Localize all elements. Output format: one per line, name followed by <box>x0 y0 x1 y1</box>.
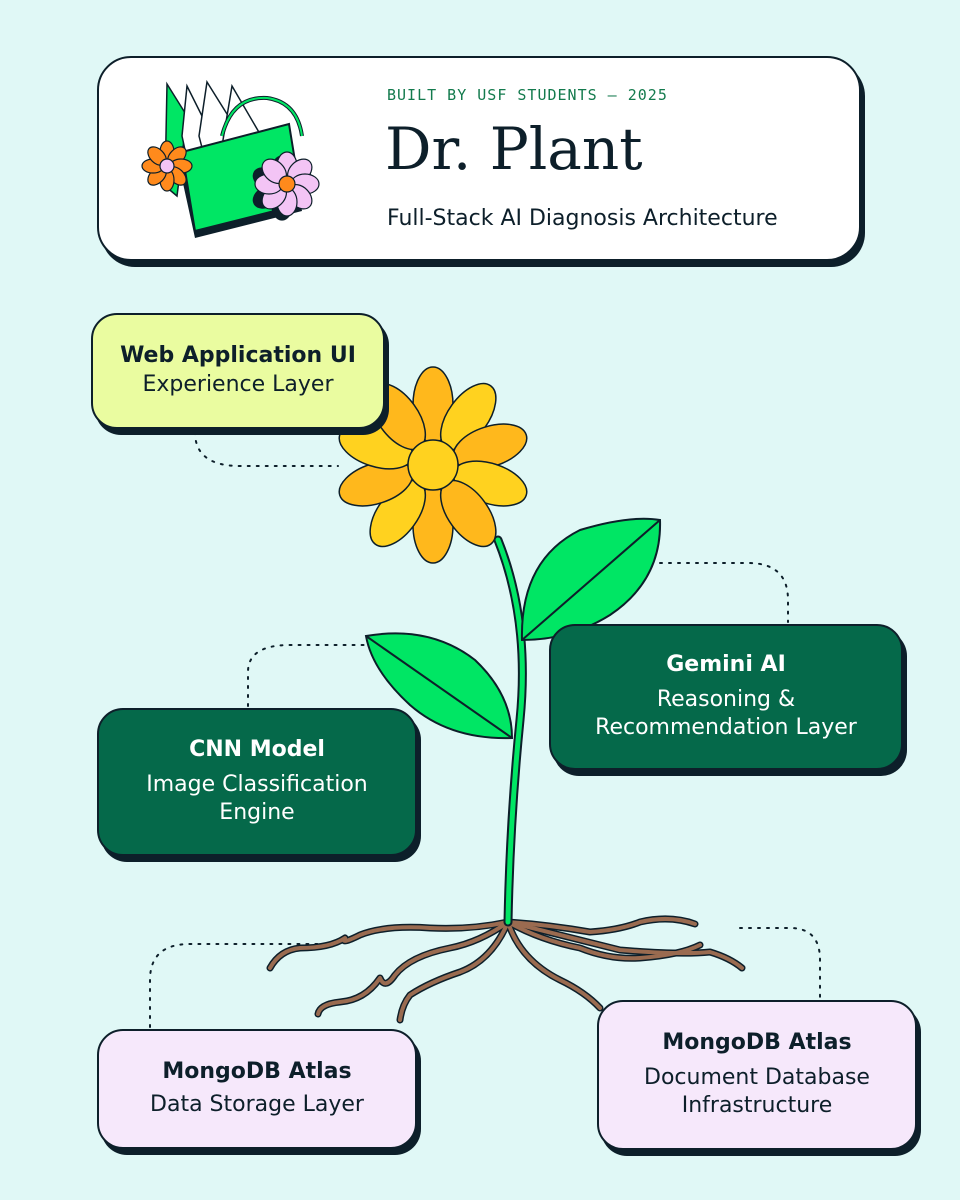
leaf-left <box>364 632 514 740</box>
card-subtitle-line2: Infrastructure <box>681 1093 833 1119</box>
connector-gemini <box>659 562 789 623</box>
card-title: CNN Model <box>189 737 325 763</box>
stem <box>495 537 525 925</box>
layer-card-gemini-ai: Gemini AI Reasoning & Recommendation Lay… <box>549 624 903 770</box>
header-card: BUILT BY USF STUDENTS – 2025 Dr. Plant F… <box>97 56 861 261</box>
flower <box>338 366 528 564</box>
card-title: MongoDB Atlas <box>162 1059 352 1085</box>
connector-mongo-storage <box>149 943 339 1028</box>
layer-card-cnn-model: CNN Model Image Classification Engine <box>97 708 417 856</box>
layer-card-mongodb-infrastructure: MongoDB Atlas Document Database Infrastr… <box>597 1000 917 1150</box>
card-subtitle-line1: Reasoning & <box>656 686 796 712</box>
connector-web <box>194 431 339 467</box>
card-title: Web Application UI <box>120 343 356 369</box>
eyebrow-text: BUILT BY USF STUDENTS – 2025 <box>387 86 668 104</box>
card-subtitle-line1: Image Classification <box>146 771 368 797</box>
layer-card-mongodb-storage: MongoDB Atlas Data Storage Layer <box>97 1029 417 1149</box>
card-subtitle: Experience Layer <box>142 372 334 397</box>
card-subtitle-line2: Engine <box>219 800 295 826</box>
page-subtitle: Full-Stack AI Diagnosis Architecture <box>387 206 778 231</box>
card-subtitle-line1: Document Database <box>644 1064 870 1090</box>
card-title: MongoDB Atlas <box>662 1030 852 1056</box>
connector-mongo-infra <box>739 927 821 999</box>
card-subtitle: Data Storage Layer <box>150 1092 364 1117</box>
connector-cnn <box>247 644 369 707</box>
card-subtitle-line2: Recommendation Layer <box>595 715 857 741</box>
plant-book-flowers-icon <box>141 79 320 238</box>
card-title: Gemini AI <box>666 652 786 678</box>
layer-card-web-ui: Web Application UI Experience Layer <box>91 313 385 429</box>
page-title: Dr. Plant <box>385 115 643 183</box>
leaf-right <box>520 517 662 642</box>
